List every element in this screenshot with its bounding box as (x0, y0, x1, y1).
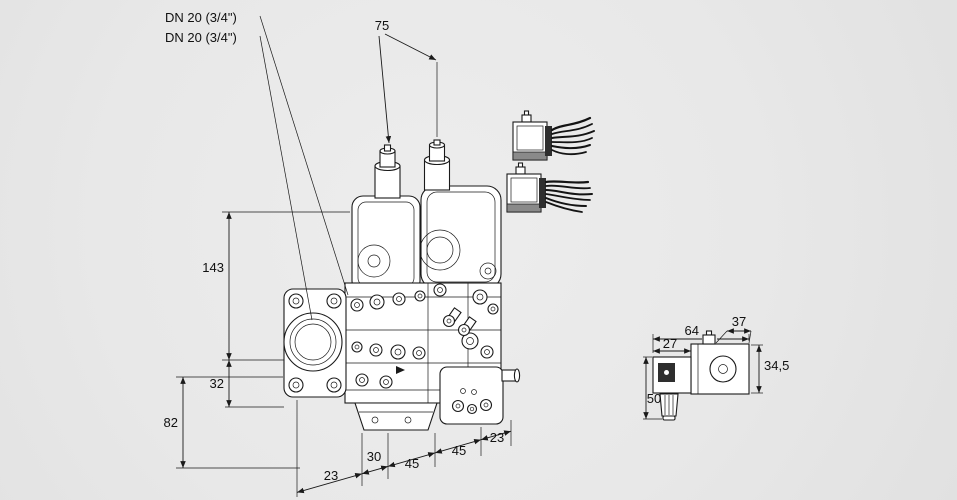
dim-connector-width: 27 (663, 336, 677, 351)
seg-23a (296, 473, 363, 494)
seg-45b (434, 438, 482, 454)
valve-assembly-front-view (283, 139, 521, 431)
dim-bottom-23b: 23 (490, 430, 504, 445)
seg-23b (480, 430, 512, 441)
seg-45a (387, 452, 436, 468)
dn-label-1: DN 20 (3/4") (165, 10, 237, 25)
cable-bundle-2 (544, 180, 593, 213)
inlet-flange (283, 288, 347, 398)
actuator-right (423, 139, 451, 191)
dn-leader-1 (259, 15, 349, 296)
test-nipple-1 (442, 307, 462, 328)
dim-coil-height: 34,5 (764, 358, 789, 373)
dim-bottom-23a: 23 (324, 468, 338, 483)
flow-arrow-1 (396, 366, 405, 374)
dn-leader-2 (259, 35, 313, 321)
solenoid-coil-photo-1 (512, 110, 595, 161)
dim-coil-depth: 37 (732, 314, 746, 329)
regulator-dome-left (351, 195, 421, 293)
dim-height-upper: 143 (202, 260, 224, 275)
dim-total-width: 64 (685, 323, 699, 338)
dim-line-75-left (378, 35, 392, 144)
dim-bottom-30: 30 (367, 449, 381, 464)
dn-label-2: DN 20 (3/4") (165, 30, 237, 45)
pressure-switch-block (439, 366, 521, 425)
seg-30 (361, 465, 389, 475)
side-port (501, 368, 521, 383)
dim-height-lower: 82 (164, 415, 178, 430)
regulator-dome-right (419, 185, 502, 289)
dim-flange-offset: 32 (210, 376, 224, 391)
bottom-foot (354, 402, 438, 431)
coil-connector (652, 356, 692, 394)
dim-total-height: 50 (647, 391, 661, 406)
test-nipple-2 (457, 316, 477, 337)
actuator-left (374, 144, 401, 199)
main-view-annotations: DN 20 (3/4") DN 20 (3/4") 75 143 32 82 (164, 10, 512, 497)
dim-bottom-45b: 45 (452, 443, 466, 458)
cable-gland-nut (659, 393, 679, 421)
solenoid-coil-photo-2 (506, 162, 593, 213)
cable-bundle-1 (550, 116, 595, 156)
coil-detail-view: 64 27 37 (643, 314, 789, 421)
wit-37-left (715, 330, 728, 344)
dim-bottom-45a: 45 (405, 456, 419, 471)
dim-actuator-spacing: 75 (375, 18, 389, 33)
dim-line-75-right (384, 33, 437, 61)
coil-body (690, 330, 750, 395)
